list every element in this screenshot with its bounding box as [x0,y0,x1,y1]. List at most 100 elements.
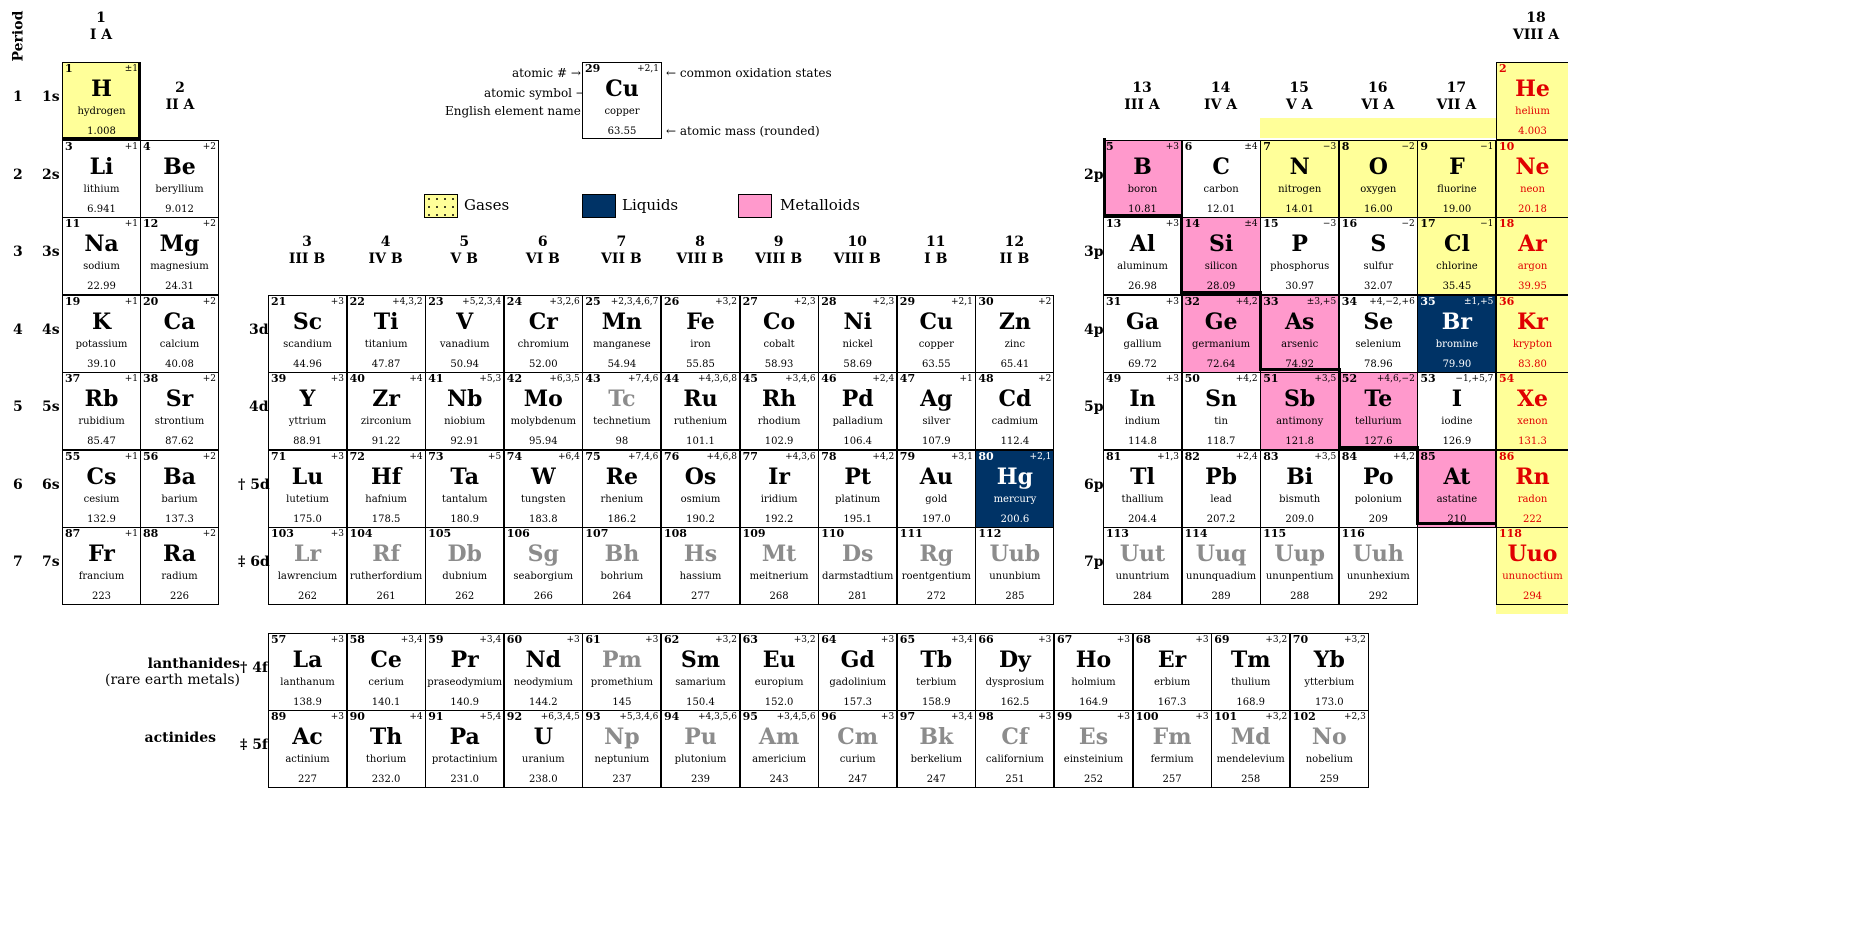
element-cell-o[interactable]: 8−2Ooxygen16.00 [1338,139,1418,218]
element-cell-sc[interactable]: 21+3Scscandium44.96 [268,294,347,373]
element-cell-br[interactable]: 35±1,+5Brbromine79.90 [1417,294,1497,373]
element-cell-he[interactable]: 2Hehelium4.003 [1496,62,1568,140]
element-cell-s[interactable]: 16−2Ssulfur32.07 [1338,217,1418,295]
element-cell-uut[interactable]: 113Uutununtrium284 [1103,527,1182,605]
element-cell-uuo[interactable]: 118Uuoununoctium294 [1496,527,1568,605]
element-cell-h[interactable]: 1±1Hhydrogen1.008 [62,62,141,140]
element-cell-rf[interactable]: 104Rfrutherfordium261 [346,527,426,605]
element-cell-yb[interactable]: 70+3,2Ybytterbium173.0 [1289,633,1369,711]
element-cell-th[interactable]: 90+4Ththorium232.0 [346,710,426,788]
element-cell-se[interactable]: 34+4,−2,+6Seselenium78.96 [1338,294,1418,373]
element-cell-ba[interactable]: 56+2Babarium137.3 [140,449,219,528]
element-cell-dy[interactable]: 66+3Dydysprosium162.5 [975,633,1055,711]
element-cell-mt[interactable]: 109Mtmeitnerium268 [739,527,819,605]
element-cell-kr[interactable]: 36Krkrypton83.80 [1496,294,1568,373]
element-cell-y[interactable]: 39+3Yyttrium88.91 [268,372,347,450]
element-cell-at[interactable]: 85Atastatine210 [1417,449,1497,528]
element-cell-cl[interactable]: 17−1Clchlorine35.45 [1417,217,1497,295]
element-cell-mo[interactable]: 42+6,3,5Momolybdenum95.94 [503,372,583,450]
element-cell-ca[interactable]: 20+2Cacalcium40.08 [140,294,219,373]
element-cell-pm[interactable]: 61+3Pmpromethium145 [582,633,662,711]
element-cell-no[interactable]: 102+2,3Nonobelium259 [1289,710,1369,788]
element-cell-fr[interactable]: 87+1Frfrancium223 [62,527,141,605]
element-cell-cr[interactable]: 24+3,2,6Crchromium52.00 [503,294,583,373]
element-cell-sr[interactable]: 38+2Srstrontium87.62 [140,372,219,450]
element-cell-p[interactable]: 15−3Pphosphorus30.97 [1260,217,1340,295]
element-cell-uup[interactable]: 115Uupununpentium288 [1260,527,1340,605]
element-cell-zr[interactable]: 40+4Zrzirconium91.22 [346,372,426,450]
element-cell-as[interactable]: 33±3,+5Asarsenic74.92 [1260,294,1340,373]
element-cell-nd[interactable]: 60+3Ndneodymium144.2 [503,633,583,711]
element-cell-ta[interactable]: 73+5Tatantalum180.9 [425,449,505,528]
element-cell-ra[interactable]: 88+2Raradium226 [140,527,219,605]
element-cell-mn[interactable]: 25+2,3,4,6,7Mnmanganese54.94 [582,294,662,373]
element-cell-ir[interactable]: 77+4,3,6Iriridium192.2 [739,449,819,528]
element-cell-gd[interactable]: 64+3Gdgadolinium157.3 [818,633,898,711]
element-cell-os[interactable]: 76+4,6,8Ososmium190.2 [661,449,740,528]
element-cell-ge[interactable]: 32+4,2Gegermanium72.64 [1181,294,1261,373]
element-cell-n[interactable]: 7−3Nnitrogen14.01 [1260,139,1340,218]
element-cell-pt[interactable]: 78+4,2Ptplatinum195.1 [818,449,898,528]
element-cell-er[interactable]: 68+3Ererbium167.3 [1132,633,1212,711]
element-cell-f[interactable]: 9−1Ffluorine19.00 [1417,139,1497,218]
element-cell-md[interactable]: 101+3,2Mdmendelevium258 [1211,710,1291,788]
element-cell-w[interactable]: 74+6,4Wtungsten183.8 [503,449,583,528]
element-cell-tc[interactable]: 43+7,4,6Tctechnetium98 [582,372,662,450]
element-cell-al[interactable]: 13+3Alaluminum26.98 [1103,217,1182,295]
element-cell-pd[interactable]: 46+2,4Pdpalladium106.4 [818,372,898,450]
element-cell-cd[interactable]: 48+2Cdcadmium112.4 [975,372,1055,450]
element-cell-rn[interactable]: 86Rnradon222 [1496,449,1568,528]
element-cell-hf[interactable]: 72+4Hfhafnium178.5 [346,449,426,528]
element-cell-c[interactable]: 6±4Ccarbon12.01 [1181,139,1261,218]
element-cell-zn[interactable]: 30+2Znzinc65.41 [975,294,1055,373]
element-cell-pa[interactable]: 91+5,4Paprotactinium231.0 [425,710,505,788]
element-cell-pu[interactable]: 94+4,3,5,6Puplutonium239 [661,710,740,788]
element-cell-ar[interactable]: 18Arargon39.95 [1496,217,1568,295]
element-cell-db[interactable]: 105Dbdubnium262 [425,527,505,605]
element-cell-si[interactable]: 14±4Sisilicon28.09 [1181,217,1261,295]
element-cell-nb[interactable]: 41+5,3Nbniobium92.91 [425,372,505,450]
element-cell-la[interactable]: 57+3Lalanthanum138.9 [268,633,347,711]
element-cell-bi[interactable]: 83+3,5Bibismuth209.0 [1260,449,1340,528]
element-cell-fm[interactable]: 100+3Fmfermium257 [1132,710,1212,788]
element-cell-cf[interactable]: 98+3Cfcalifornium251 [975,710,1055,788]
element-cell-po[interactable]: 84+4,2Popolonium209 [1338,449,1418,528]
element-cell-hs[interactable]: 108Hshassium277 [661,527,740,605]
element-cell-cs[interactable]: 55+1Cscesium132.9 [62,449,141,528]
element-cell-uub[interactable]: 112Uubununbium285 [975,527,1055,605]
element-cell-i[interactable]: 53−1,+5,7Iiodine126.9 [1417,372,1497,450]
element-cell-ti[interactable]: 22+4,3,2Tititanium47.87 [346,294,426,373]
element-cell-pb[interactable]: 82+2,4Pblead207.2 [1181,449,1261,528]
element-cell-ag[interactable]: 47+1Agsilver107.9 [896,372,976,450]
element-cell-co[interactable]: 27+2,3Cocobalt58.93 [739,294,819,373]
element-cell-ru[interactable]: 44+4,3,6,8Ruruthenium101.1 [661,372,740,450]
element-cell-rh[interactable]: 45+3,4,6Rhrhodium102.9 [739,372,819,450]
element-cell-au[interactable]: 79+3,1Augold197.0 [896,449,976,528]
element-cell-lu[interactable]: 71+3Lulutetium175.0 [268,449,347,528]
element-cell-bk[interactable]: 97+3,4Bkberkelium247 [896,710,976,788]
element-cell-tl[interactable]: 81+1,3Tlthallium204.4 [1103,449,1182,528]
element-cell-rg[interactable]: 111Rgroentgentium272 [896,527,976,605]
element-cell-sn[interactable]: 50+4,2Sntin118.7 [1181,372,1261,450]
element-cell-xe[interactable]: 54Xexenon131.3 [1496,372,1568,450]
element-cell-k[interactable]: 19+1Kpotassium39.10 [62,294,141,373]
element-cell-ni[interactable]: 28+2,3Ninickel58.69 [818,294,898,373]
element-cell-ne[interactable]: 10Neneon20.18 [1496,139,1568,218]
element-cell-lr[interactable]: 103+3Lrlawrencium262 [268,527,347,605]
element-cell-cu[interactable]: 29+2,1Cucopper63.55 [896,294,976,373]
element-cell-ga[interactable]: 31+3Gagallium69.72 [1103,294,1182,373]
element-cell-sb[interactable]: 51+3,5Sbantimony121.8 [1260,372,1340,450]
element-cell-cm[interactable]: 96+3Cmcurium247 [818,710,898,788]
element-cell-es[interactable]: 99+3Eseinsteinium252 [1054,710,1133,788]
element-cell-np[interactable]: 93+5,3,4,6Npneptunium237 [582,710,662,788]
element-cell-rb[interactable]: 37+1Rbrubidium85.47 [62,372,141,450]
element-cell-na[interactable]: 11+1Nasodium22.99 [62,217,141,295]
element-cell-eu[interactable]: 63+3,2Eueuropium152.0 [739,633,819,711]
element-cell-fe[interactable]: 26+3,2Feiron55.85 [661,294,740,373]
element-cell-ac[interactable]: 89+3Acactinium227 [268,710,347,788]
element-cell-pr[interactable]: 59+3,4Prpraseodymium140.9 [425,633,505,711]
element-cell-ce[interactable]: 58+3,4Cecerium140.1 [346,633,426,711]
element-cell-te[interactable]: 52+4,6,−2Tetellurium127.6 [1338,372,1418,450]
element-cell-uuq[interactable]: 114Uuqununquadium289 [1181,527,1261,605]
element-cell-mg[interactable]: 12+2Mgmagnesium24.31 [140,217,219,295]
